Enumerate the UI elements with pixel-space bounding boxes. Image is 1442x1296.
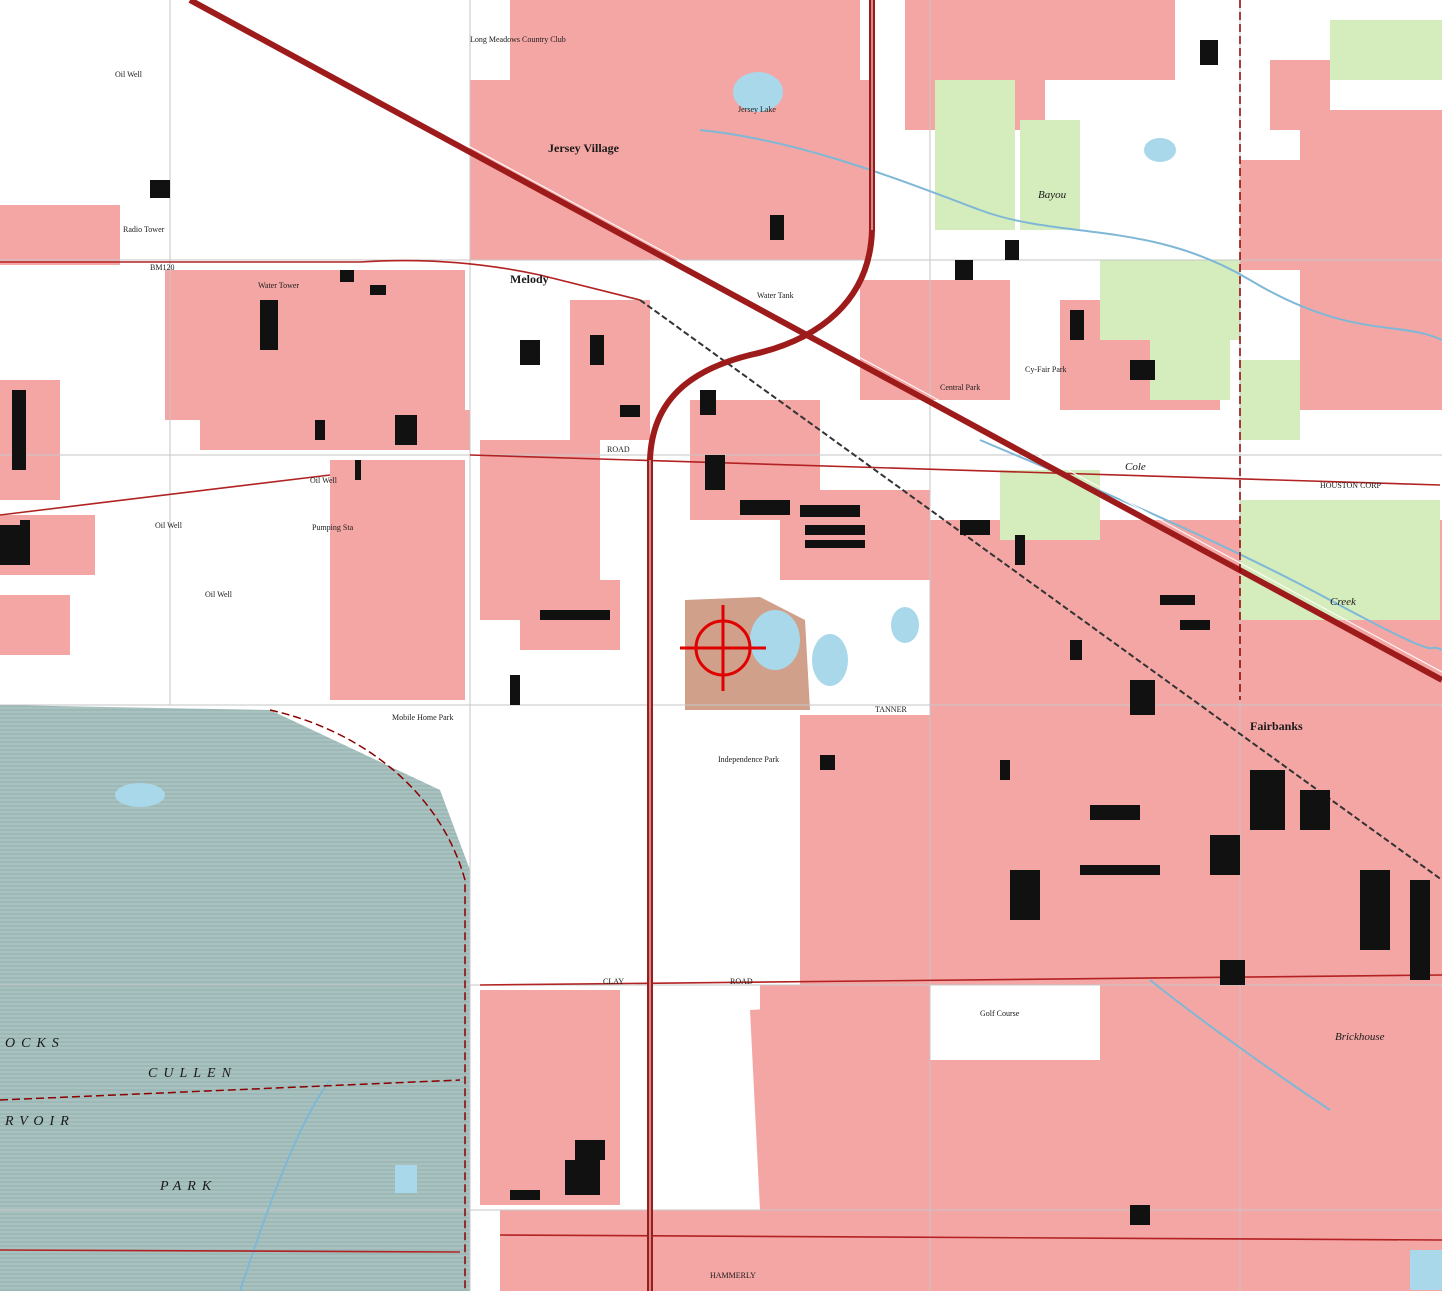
- label-jersey-village: Jersey Village: [548, 141, 620, 155]
- label-oil-well-3: Oil Well: [205, 590, 233, 599]
- label-water-tower: Water Tower: [258, 281, 299, 290]
- label-independence-park: Independence Park: [718, 755, 779, 764]
- label-oil-well-2: Oil Well: [310, 476, 338, 485]
- label-bm120: BM120: [150, 263, 174, 272]
- buildings: [0, 40, 1430, 1225]
- railroad: [639, 299, 1442, 881]
- label-cy-fair-park: Cy-Fair Park: [1025, 365, 1067, 374]
- label-houston-corp: HOUSTON CORP: [1320, 481, 1382, 490]
- label-central-park: Central Park: [940, 383, 980, 392]
- minor-roads: [0, 259, 1442, 1253]
- label-pumping-sta: Pumping Sta: [312, 523, 354, 532]
- label-bayou: Bayou: [1038, 189, 1067, 201]
- label-radio-tower: Radio Tower: [123, 225, 165, 234]
- label-melody: Melody: [510, 272, 549, 286]
- label-jersey-lake: Jersey Lake: [738, 105, 776, 114]
- label-oil-well-1: Oil Well: [115, 70, 143, 79]
- map-labels: Jersey Village Melody Fairbanks Independ…: [4, 35, 1385, 1280]
- label-reservoir: RVOIR: [4, 1114, 75, 1129]
- label-cullen: CULLEN: [148, 1066, 237, 1081]
- label-clay-road: ROAD: [730, 977, 753, 986]
- water-bodies: [115, 72, 1442, 1290]
- reservoir-area: [0, 705, 470, 1291]
- highways: [188, 0, 1442, 1291]
- label-mobile-home-park: Mobile Home Park: [392, 713, 453, 722]
- label-tanner: TANNER: [875, 705, 907, 714]
- boundary-lines: [0, 0, 1241, 1291]
- label-clay: CLAY: [603, 977, 624, 986]
- label-brickhouse: Brickhouse: [1335, 1031, 1385, 1043]
- label-ocks: OCKS: [5, 1036, 65, 1051]
- label-hammerly: HAMMERLY: [710, 1271, 756, 1280]
- label-cole-creek: Cole: [1125, 461, 1146, 473]
- label-golf-course: Golf Course: [980, 1009, 1020, 1018]
- label-road: ROAD: [607, 445, 630, 454]
- label-creek: Creek: [1330, 596, 1357, 608]
- label-long-meadows: Long Meadows Country Club: [470, 35, 566, 44]
- label-park: PARK: [159, 1179, 217, 1194]
- target-crosshair-marker[interactable]: [680, 605, 766, 691]
- vegetation-areas: [935, 20, 1442, 620]
- label-fairbanks: Fairbanks: [1250, 719, 1303, 733]
- label-oil-well-4: Oil Well: [155, 521, 183, 530]
- label-water-tank: Water Tank: [757, 291, 794, 300]
